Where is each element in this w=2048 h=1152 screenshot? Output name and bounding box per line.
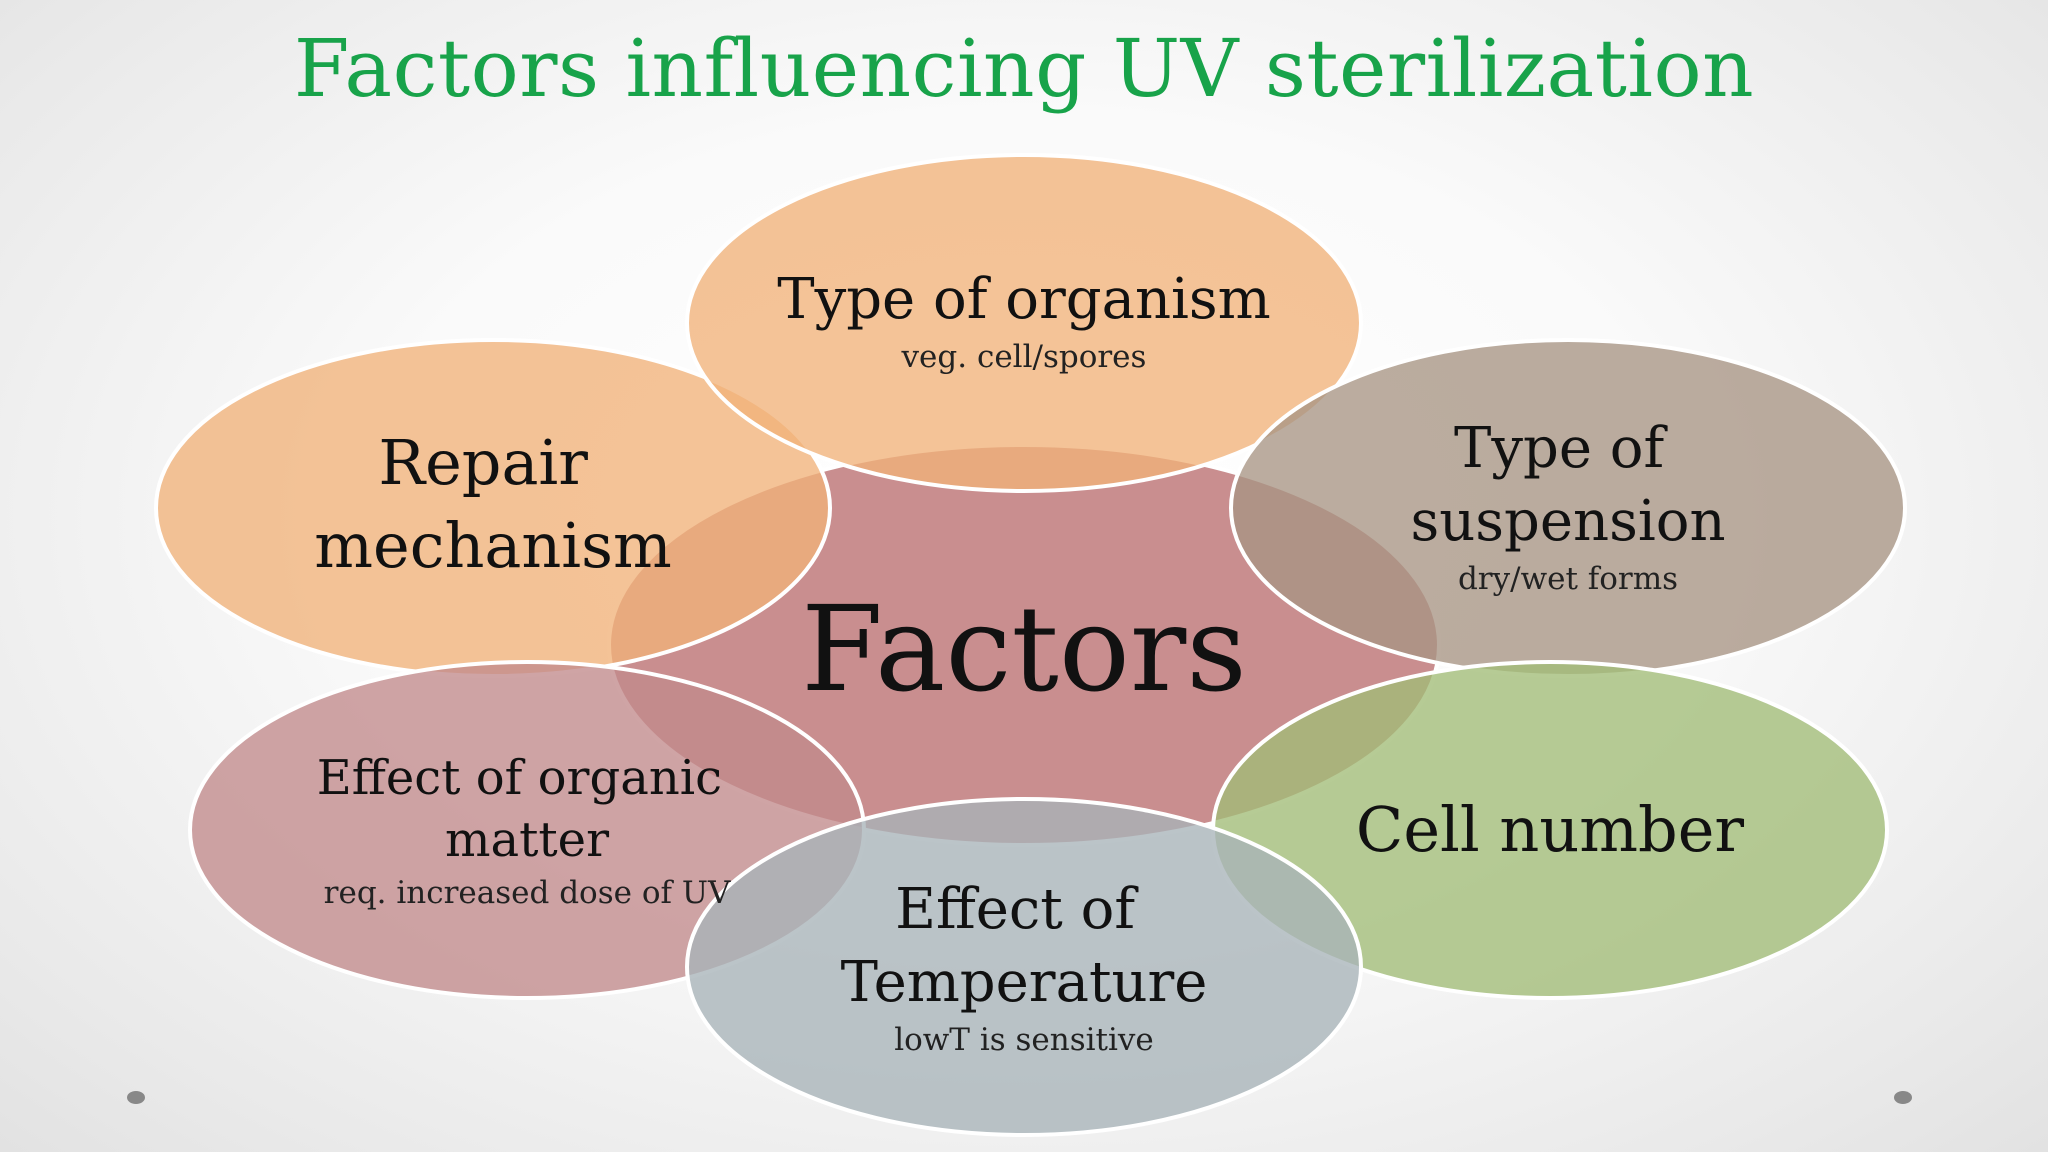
sub-effect-of-organic-matter: req. increased dose of UV — [324, 875, 731, 911]
label-cell-number: Cell number — [1356, 793, 1745, 866]
label-type-of-suspension-line-1: Type of — [1454, 416, 1668, 481]
slide-bullet-right — [1894, 1091, 1912, 1104]
ellipse-type-of-organism[interactable] — [685, 153, 1363, 493]
label-effect-of-organic-matter-line-2: matter — [445, 812, 609, 868]
label-repair-mechanism-line-2: mechanism — [314, 509, 671, 582]
label-effect-of-temperature-line-1: Effect of — [895, 877, 1139, 942]
slide-bullet-left — [127, 1091, 145, 1104]
sub-type-of-organism: veg. cell/spores — [901, 339, 1147, 375]
label-type-of-organism: Type of organism — [777, 267, 1271, 332]
sub-effect-of-temperature: lowT is sensitive — [894, 1022, 1154, 1058]
label-type-of-suspension: Type of suspension — [1410, 416, 1725, 554]
label-cell-number-line-1: Cell number — [1356, 793, 1745, 866]
slide-title: Factors influencing UV sterilization — [293, 22, 1755, 115]
label-repair-mechanism-line-1: Repair — [378, 426, 588, 499]
label-effect-of-temperature-line-2: Temperature — [841, 950, 1208, 1015]
label-type-of-organism-line-1: Type of organism — [777, 267, 1271, 332]
label-type-of-suspension-line-2: suspension — [1410, 489, 1725, 554]
ellipse-effect-of-temperature[interactable] — [685, 797, 1363, 1137]
label-effect-of-organic-matter: Effect of organic matter — [317, 750, 738, 868]
label-repair-mechanism: Repair mechanism — [314, 426, 671, 582]
center-label: Factors — [801, 580, 1247, 718]
sub-type-of-suspension: dry/wet forms — [1458, 561, 1678, 597]
label-effect-of-temperature: Effect of Temperature — [841, 877, 1208, 1015]
label-effect-of-organic-matter-line-1: Effect of organic — [317, 750, 722, 806]
